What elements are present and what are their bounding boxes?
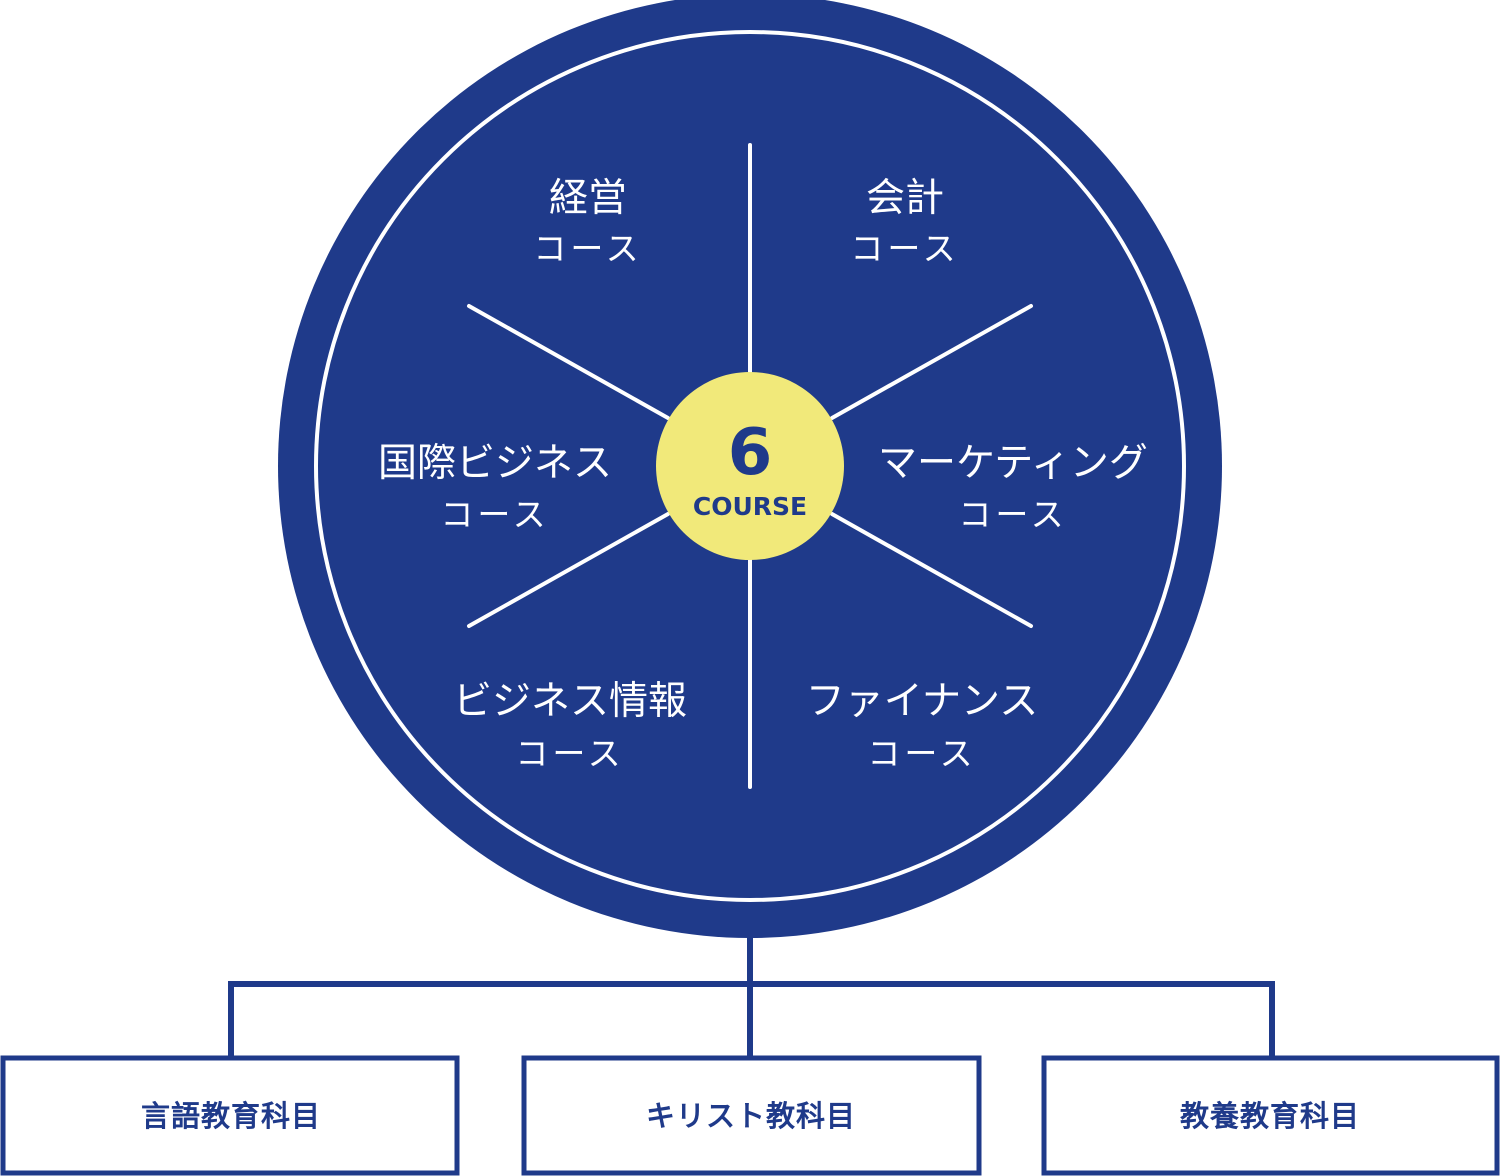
subject-label: キリスト教科目	[646, 1099, 856, 1133]
course-sub: コース	[515, 734, 624, 773]
spoke-lower-left	[467, 512, 670, 628]
course-name: 会計	[866, 176, 944, 221]
spoke-lower-right	[830, 512, 1033, 628]
connector-lines	[228, 936, 1275, 1058]
center-number: 6	[728, 416, 773, 490]
spoke-upper-right	[830, 304, 1033, 420]
subject-box-language: 言語教育科目	[0, 1055, 460, 1176]
course-name: マーケティング	[878, 441, 1148, 486]
course-name: ファイナンス	[806, 679, 1038, 724]
inner-ring	[314, 30, 1186, 902]
course-marketing: マーケティング コース	[878, 441, 1148, 534]
course-accounting: 会計 コース	[850, 176, 959, 268]
course-name: 経営	[549, 176, 627, 221]
course-finance: ファイナンス コース	[806, 679, 1038, 773]
subject-label: 言語教育科目	[141, 1099, 321, 1133]
course-sub: コース	[867, 734, 976, 773]
course-sub: コース	[958, 495, 1067, 534]
center-label: COURSE	[693, 492, 807, 521]
course-sub: コース	[440, 495, 549, 534]
course-name: 国際ビジネス	[378, 441, 612, 486]
subject-label: 教養教育科目	[1180, 1099, 1360, 1133]
course-business-information: ビジネス情報 コース	[453, 679, 687, 773]
spoke-upper-left	[467, 304, 670, 420]
spokes	[467, 143, 1033, 789]
course-sub: コース	[533, 229, 642, 268]
course-international-business: 国際ビジネス コース	[378, 441, 612, 534]
subject-box-liberal-arts: 教養教育科目	[1041, 1055, 1500, 1176]
course-name: ビジネス情報	[453, 679, 687, 724]
course-sub: コース	[850, 229, 959, 268]
course-management: 経営 コース	[533, 176, 642, 268]
subject-box-christianity: キリスト教科目	[521, 1055, 982, 1176]
center-badge	[656, 372, 844, 560]
